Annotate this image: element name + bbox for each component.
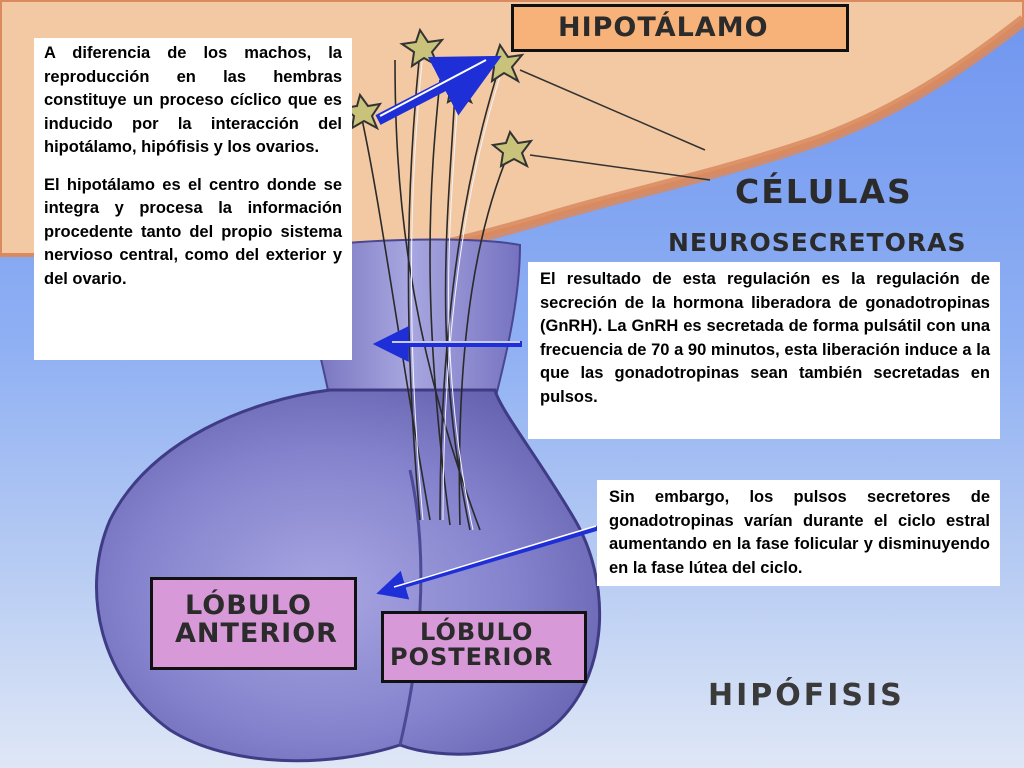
intro-paragraph-1: A diferencia de los machos, la reproducc… xyxy=(44,44,342,156)
lobulo-posterior-label: LÓBULO POSTERIOR xyxy=(381,611,587,683)
lobulo-anterior-label: LÓBULO ANTERIOR xyxy=(150,577,357,670)
arrow-icon xyxy=(372,55,599,600)
intro-text-box: A diferencia de los machos, la reproducc… xyxy=(34,38,352,360)
gnrh-paragraph: El resultado de esta regulación es la re… xyxy=(540,270,990,406)
neurosecretoras-label: NEUROSECRETORAS xyxy=(668,228,967,257)
gnrh-text-box: El resultado de esta regulación es la re… xyxy=(528,262,1000,439)
lobe-divider xyxy=(398,469,423,746)
pituitary-gland xyxy=(95,388,602,763)
lobulo-posterior-line-1: LÓBULO xyxy=(420,618,534,646)
hipotalamo-label: HIPOTÁLAMO xyxy=(511,4,849,52)
pulses-paragraph: Sin embargo, los pulsos secretores de go… xyxy=(609,488,990,577)
celulas-label: CÉLULAS xyxy=(735,172,913,211)
lobulo-anterior-line-1: LÓBULO xyxy=(185,590,312,621)
neuron-pointer-lines xyxy=(519,69,711,181)
intro-paragraph-2: El hipotálamo es el centro donde se inte… xyxy=(44,175,342,288)
lobulo-posterior-line-2: POSTERIOR xyxy=(390,643,554,672)
pulses-text-box: Sin embargo, los pulsos secretores de go… xyxy=(597,480,1000,586)
hipofisis-label: HIPÓFISIS xyxy=(708,678,905,713)
lobulo-anterior-line-2: ANTERIOR xyxy=(175,618,338,650)
